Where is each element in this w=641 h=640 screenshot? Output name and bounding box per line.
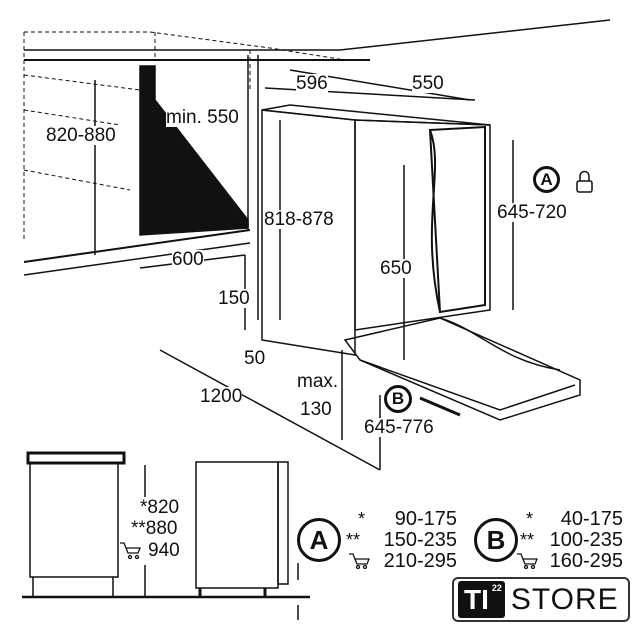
- logo-sup: 22: [491, 583, 502, 593]
- label-side-940: 940: [148, 540, 180, 561]
- marker-b: B: [384, 385, 412, 413]
- label-min-depth: min. 550: [166, 107, 239, 128]
- legend-b-value: 160-295: [549, 550, 623, 572]
- legend-b-value: 40-175: [560, 508, 623, 530]
- cart-icon: [349, 553, 370, 570]
- label-side-820: *820: [140, 497, 180, 518]
- legend-a-mark: *: [358, 509, 366, 529]
- label-650: 650: [380, 258, 412, 279]
- legend-b-mark: **: [520, 530, 535, 550]
- logo-ti: TI: [464, 583, 489, 615]
- label-max: max.: [297, 371, 339, 392]
- label-150: 150: [218, 288, 250, 309]
- label-niche-width: 600: [172, 249, 204, 270]
- label-50: 50: [244, 348, 266, 369]
- cart-icon: [120, 542, 141, 560]
- label-1200: 1200: [200, 386, 243, 407]
- lock-icon: [576, 170, 593, 193]
- label-niche-height: 820-880: [46, 125, 116, 146]
- legend-a-mark: **: [346, 530, 361, 550]
- legend-a-value: 90-175: [394, 508, 457, 530]
- label-side-880: **880: [131, 518, 178, 539]
- label-645-776: 645-776: [364, 417, 434, 438]
- floor-line: [23, 229, 251, 263]
- niche-side-panel: [139, 65, 249, 236]
- legend-a-value: 210-295: [383, 550, 457, 572]
- legend-a-marker: A: [297, 518, 341, 562]
- label-depth: 550: [412, 73, 444, 94]
- legend-a-value: 150-235: [383, 529, 457, 551]
- label-door-panel-height: 645-720: [497, 202, 567, 223]
- label-appliance-height: 818-878: [264, 209, 334, 230]
- appliance-side: [195, 461, 279, 589]
- door-panel: [428, 125, 486, 314]
- arrow-b: [419, 396, 461, 417]
- legend-b-marker: B: [474, 518, 518, 562]
- label-width: 596: [296, 73, 328, 94]
- cart-icon: [517, 553, 538, 570]
- dim-1200: [159, 349, 381, 471]
- logo-store-text: STORE: [510, 582, 619, 616]
- cabinet-outline: [23, 31, 346, 240]
- legend-b-value: 100-235: [549, 529, 623, 551]
- marker-a: A: [533, 166, 560, 193]
- legend-b-mark: *: [526, 509, 534, 529]
- countertop-side: [26, 451, 126, 465]
- countertop-line: [24, 19, 611, 51]
- label-130: 130: [300, 399, 332, 420]
- appliance-front: [261, 109, 356, 356]
